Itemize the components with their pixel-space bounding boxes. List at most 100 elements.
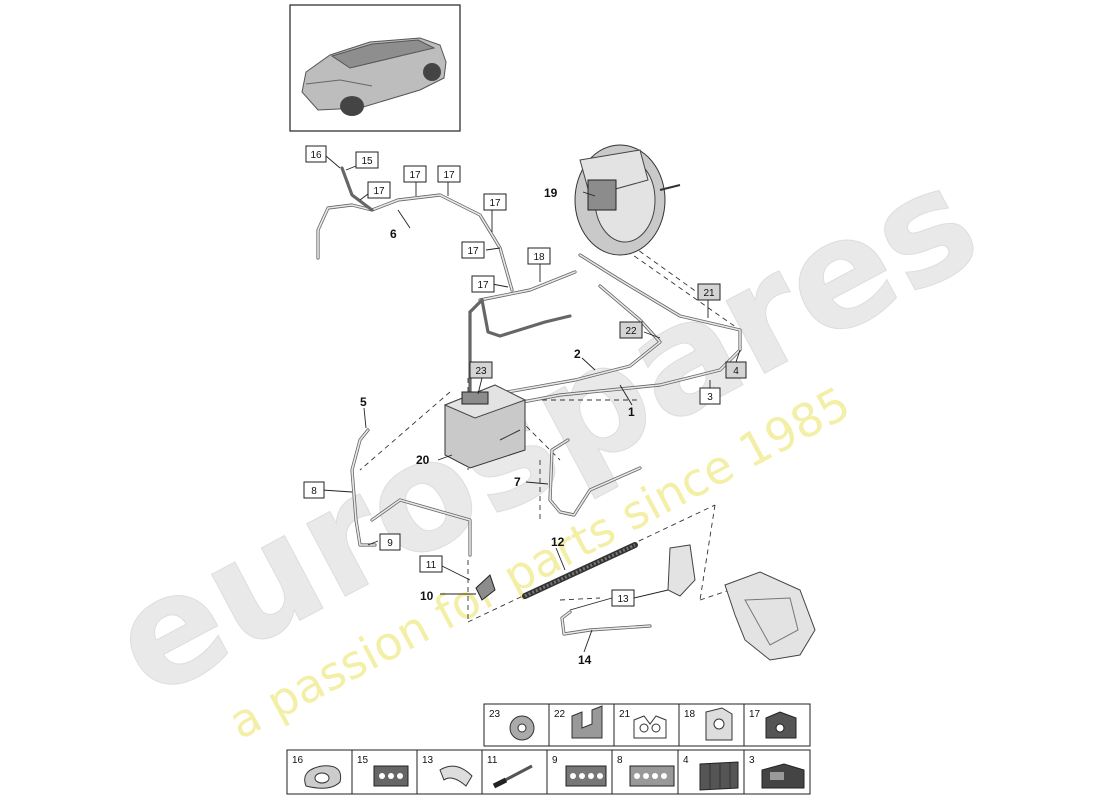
car-thumbnail [289,4,461,132]
svg-text:13: 13 [422,755,434,766]
label-number: 6 [390,227,397,241]
clip-bracket [475,574,496,601]
svg-text:16: 16 [310,150,322,161]
legend-cell: 11 [481,749,548,795]
label-number: 12 [551,535,565,549]
quad-clip-icon [565,765,607,787]
abs-unit [443,384,527,469]
svg-text:22: 22 [625,326,637,337]
label-box: 13 [611,589,635,607]
label-box: 21 [697,283,721,301]
svg-text:17: 17 [749,709,761,720]
svg-text:8: 8 [311,486,317,497]
hose-bracket [667,544,696,597]
label-number: 2 [574,347,581,361]
svg-text:23: 23 [489,709,501,720]
grommet-icon [304,765,342,789]
label-number: 14 [578,653,592,667]
bracket-clip-icon [571,705,603,739]
svg-text:16: 16 [292,755,304,766]
double-clip-icon [633,715,667,739]
brake-caliper [724,571,816,661]
legend-cell: 13 [416,749,483,795]
svg-text:15: 15 [361,156,373,167]
watermark: eurospares a passion for parts since 198… [85,132,1005,749]
brake-booster [574,144,681,256]
legend-cell: 4 [677,749,745,795]
rubber-block-icon [699,761,739,791]
legend-cell: 21 [613,703,680,747]
pipe-clip-icon [765,711,797,739]
legend-cell: 23 [483,703,550,747]
svg-text:4: 4 [733,366,739,377]
label-number: 5 [360,395,367,409]
svg-text:18: 18 [684,709,696,720]
svg-text:8: 8 [617,755,623,766]
legend-cell: 8 [611,749,679,795]
svg-text:11: 11 [487,755,498,766]
svg-text:4: 4 [683,755,689,766]
svg-text:21: 21 [619,709,631,720]
label-box: 11 [419,555,443,573]
legend-cell: 17 [743,703,811,747]
svg-text:17: 17 [489,198,501,209]
label-box: 17 [367,181,391,199]
svg-text:21: 21 [703,288,715,299]
svg-text:15: 15 [357,755,369,766]
label-box: 9 [379,533,401,551]
label-number: 20 [416,453,430,467]
holder-icon [705,707,733,741]
svg-text:17: 17 [409,170,421,181]
legend-cell: 22 [548,703,615,747]
svg-text:17: 17 [467,246,479,257]
bold-labels: 19 6 2 1 5 20 7 12 10 14 [360,186,635,667]
label-box: 3 [699,387,721,405]
legend-cell: 18 [678,703,745,747]
legend-cell: 16 [286,749,353,795]
label-number: 10 [420,589,434,603]
svg-text:17: 17 [373,186,385,197]
label-box: 22 [619,321,643,339]
label-box: 16 [305,145,327,163]
legend-cell: 15 [351,749,418,795]
svg-text:17: 17 [477,280,489,291]
watermark-brand: eurospares [85,133,1004,732]
label-number: 7 [514,475,521,489]
label-box: 18 [527,247,551,265]
svg-text:11: 11 [426,560,437,571]
label-number: 1 [628,405,635,419]
rivet-icon [492,764,533,789]
svg-text:9: 9 [387,538,393,549]
label-box: 17 [483,193,507,211]
legend-cell: 9 [546,749,613,795]
label-box: 17 [471,275,495,293]
svg-text:13: 13 [617,594,629,605]
svg-text:9: 9 [552,755,558,766]
svg-text:3: 3 [749,755,755,766]
label-box: 4 [725,361,747,379]
washer-icon [509,715,535,741]
label-box: 15 [355,151,379,169]
label-box: 17 [461,241,485,259]
svg-text:18: 18 [533,252,545,263]
leader-lines [321,155,741,653]
label-box: 8 [303,481,325,499]
parts-legend: 23 22 21 18 17 16 [286,703,811,795]
boxed-labels: 16 15 17 17 17 17 17 17 18 21 22 23 4 3 … [303,145,747,607]
legend-cell: 3 [743,749,811,795]
label-box: 17 [437,165,461,183]
svg-text:22: 22 [554,709,566,720]
brake-hose [522,542,638,599]
label-box: 23 [469,361,493,379]
triple-clip-icon [373,765,409,787]
svg-text:3: 3 [707,392,713,403]
label-number: 19 [544,186,558,200]
svg-text:23: 23 [475,366,487,377]
svg-text:17: 17 [443,170,455,181]
label-box: 17 [403,165,427,183]
suv-car-icon [301,37,447,116]
connector-icon [761,763,805,789]
multi-clip-icon [629,765,675,787]
spring-clip-icon [439,765,473,787]
